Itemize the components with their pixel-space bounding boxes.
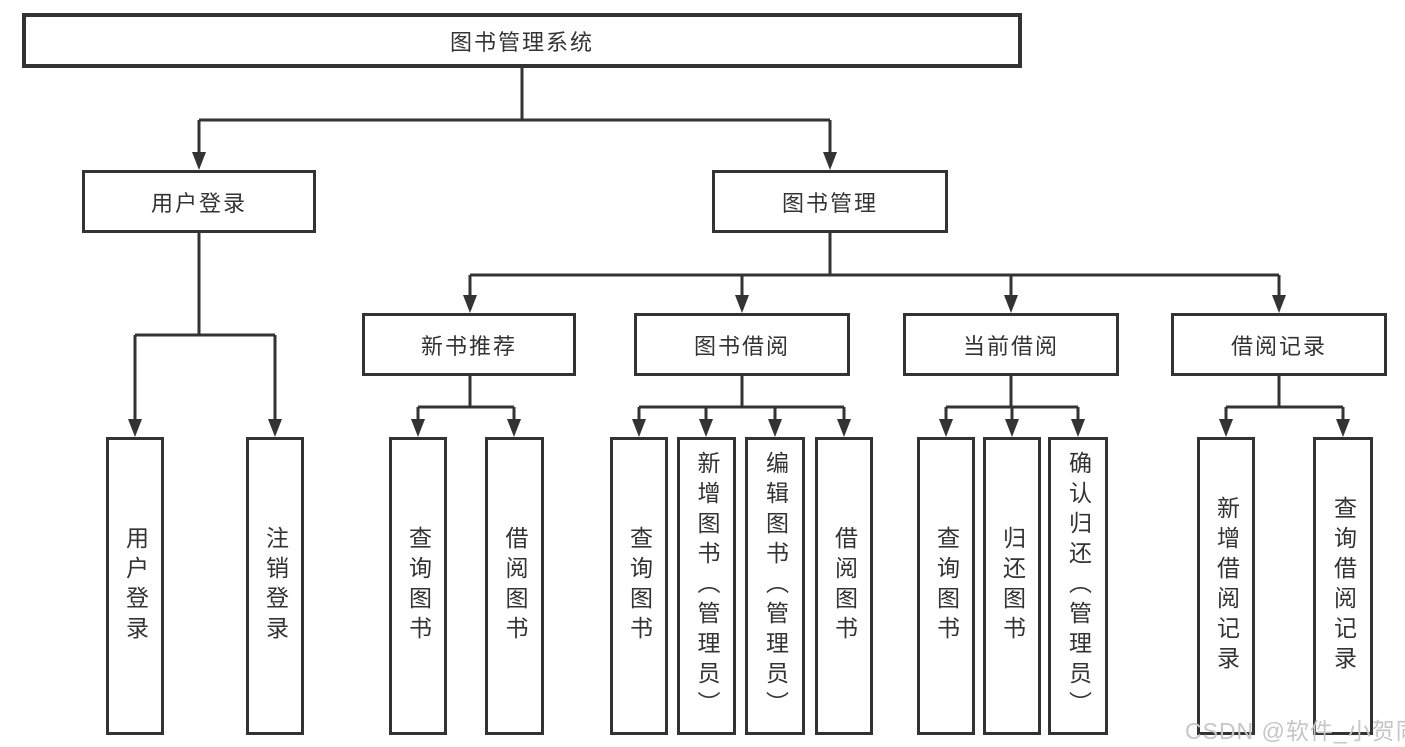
leaf-label: 确认归还（管理员） (1065, 451, 1092, 721)
node-root-library-system: 图书管理系统 (22, 13, 1022, 68)
node-borrow-record: 借阅记录 (1171, 313, 1387, 376)
edge-book-mgmt-to-groups (463, 233, 1286, 313)
edge-new-book-rec-to-leaves (411, 376, 521, 437)
edge-current-borrow-to-leaves (939, 376, 1085, 437)
node-leaf-logout: 注销登录 (246, 437, 304, 735)
edge-borrow-record-to-leaves (1219, 376, 1350, 437)
leaf-label: 查询借阅记录 (1330, 496, 1357, 676)
node-leaf-add-book-admin: 新增图书（管理员） (677, 437, 736, 735)
node-leaf-edit-book-admin: 编辑图书（管理员） (745, 437, 805, 735)
leaf-label: 查询图书 (933, 526, 960, 646)
edge-root-to-branches (192, 68, 837, 170)
leaf-label: 新增图书（管理员） (694, 451, 720, 721)
leaf-label: 归还图书 (999, 526, 1026, 646)
node-book-management-branch: 图书管理 (712, 170, 948, 233)
csdn-watermark: CSDN @软件_小贺同学 (1185, 718, 1405, 744)
node-book-borrow: 图书借阅 (634, 313, 850, 376)
node-new-book-recommend: 新书推荐 (362, 313, 576, 376)
edge-book-borrow-to-leaves (632, 376, 851, 437)
node-leaf-borrow-books-1: 借阅图书 (485, 437, 544, 735)
leaf-label: 编辑图书（管理员） (762, 451, 789, 721)
leaf-label: 用户登录 (122, 526, 149, 646)
leaf-label: 查询图书 (626, 526, 653, 646)
node-leaf-query-books-3: 查询图书 (917, 437, 975, 735)
node-leaf-query-borrow-record: 查询借阅记录 (1313, 437, 1373, 735)
node-leaf-borrow-books-2: 借阅图书 (815, 437, 873, 735)
node-leaf-confirm-return-admin: 确认归还（管理员） (1048, 437, 1108, 735)
node-current-borrow: 当前借阅 (903, 313, 1119, 376)
node-leaf-user-login: 用户登录 (106, 437, 164, 735)
node-user-login-branch: 用户登录 (82, 170, 316, 233)
node-leaf-query-books-1: 查询图书 (389, 437, 447, 735)
leaf-label: 查询图书 (405, 526, 432, 646)
node-leaf-return-books: 归还图书 (983, 437, 1041, 735)
leaf-label: 借阅图书 (831, 526, 858, 646)
edge-user-login-to-leaves (128, 233, 282, 437)
leaf-label: 新增借阅记录 (1213, 496, 1240, 676)
leaf-label: 注销登录 (262, 526, 289, 646)
leaf-label: 借阅图书 (502, 526, 528, 646)
node-leaf-add-borrow-record: 新增借阅记录 (1197, 437, 1255, 735)
node-leaf-query-books-2: 查询图书 (610, 437, 668, 735)
